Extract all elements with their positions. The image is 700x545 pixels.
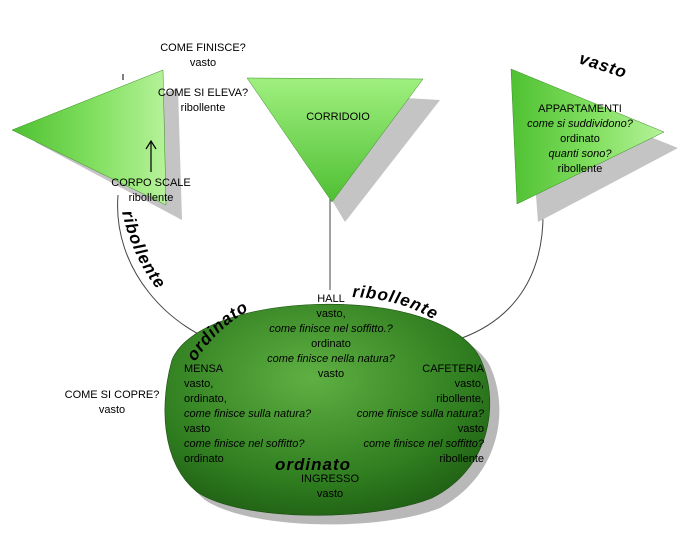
hall-q2: come finisce nella natura? [267,353,395,365]
hall-title: HALL [317,293,345,305]
stair-a1: vasto [189,57,217,69]
corridor-triangle [246,77,424,203]
hall-label: HALL vasto, come finisce nel soffitto.? … [255,292,407,382]
corridor-label: CORRIDOIO [296,110,380,125]
mensa-title: MENSA [184,363,224,375]
apartments-triangle [510,68,665,205]
apartments-a1: ordinato [560,133,600,145]
stair-triangle [11,69,167,206]
mensa-v4: ordinato [184,453,224,465]
hall-q1: come finisce nel soffitto.? [269,323,393,335]
cafeteria-q1: come finisce sulla natura? [356,408,484,420]
stair-q2: COME SI ELEVA? [157,87,249,99]
mensa-q1: come finisce sulla natura? [184,408,312,420]
arrow-up-icon [145,139,157,150]
mensa-label: MENSA vasto, ordinato, come finisce sull… [184,362,324,467]
dome-ellipse [164,303,491,516]
apartments-a2: ribollente [557,163,603,175]
stair-question-rise: COME SI ELEVA? ribollente [156,86,250,116]
stair-label: CORPO SCALE ribollente [103,176,199,206]
cover-a: vasto [98,404,126,416]
stair-value: ribollente [128,192,174,204]
corridor-title: CORRIDOIO [306,111,370,123]
cafeteria-label: CAFETERIA vasto, ribollente, come finisc… [340,362,484,467]
cover-question: COME SI COPRE? vasto [62,388,162,418]
mensa-v3: vasto [184,423,211,435]
ingresso-label: INGRESSO vasto [290,472,370,502]
cafeteria-title: CAFETERIA [422,363,484,375]
apartments-connector-line [461,207,544,339]
ingresso-title: INGRESSO [300,473,360,485]
cover-q: COME SI COPRE? [64,389,160,401]
apartments-q1: come si suddividono? [527,118,633,130]
apartments-q2: quanti sono? [548,148,612,160]
cafeteria-v2: ribollente, [436,393,484,405]
cafeteria-v4: ribollente [439,453,484,465]
cafeteria-v3: vasto [457,423,484,435]
hall-v3: vasto [317,368,345,380]
mensa-v2: ordinato, [184,393,227,405]
apartments-label: APPARTAMENTI come si suddividono? ordina… [515,102,645,177]
stair-q1: COME FINISCE? [160,42,246,54]
cafeteria-v1: vasto, [454,378,484,390]
stair-question-end: COME FINISCE? vasto [158,41,248,71]
apartments-tag: vasto [577,49,630,82]
hall-v1: vasto, [316,308,346,320]
arc-label-dome-bottom: ordinato [275,455,351,474]
mensa-q2: come finisce nel soffitto? [184,438,305,450]
hall-v2: ordinato [311,338,351,350]
stair-a2: ribollente [180,102,226,114]
mensa-v1: vasto, [184,378,214,390]
stair-title: CORPO SCALE [111,177,191,189]
cafeteria-q2: come finisce nel soffitto? [363,438,484,450]
ingresso-value: vasto [316,488,344,500]
apartments-title: APPARTAMENTI [538,103,622,115]
